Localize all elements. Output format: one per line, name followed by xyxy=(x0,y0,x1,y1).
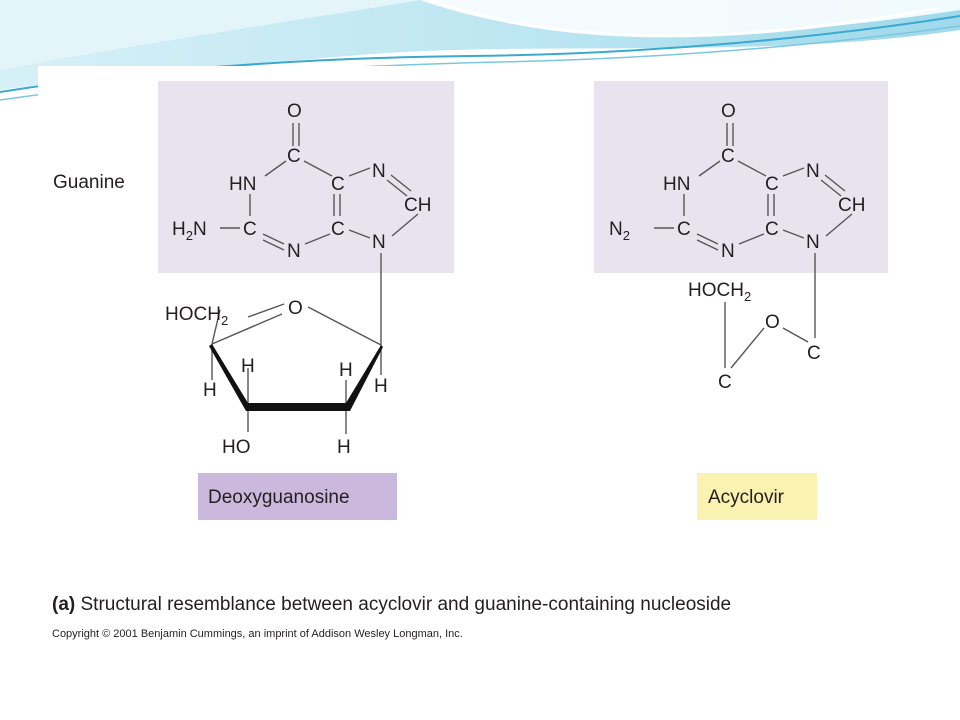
guanine-n-right-atom: N xyxy=(372,232,386,253)
sugar-h-c1-down: H xyxy=(374,376,388,397)
caption-text: Structural resemblance between acyclovir… xyxy=(75,594,732,615)
acyclovir-hoch2-group: HOCH2 xyxy=(688,280,751,304)
guanine-c-top-atom: C xyxy=(287,146,301,167)
guanine-h2n-h: H2N xyxy=(172,219,207,243)
guanine-n-bottom-atom: N xyxy=(287,241,301,262)
acyclovir-o-atom: O xyxy=(721,101,736,122)
acyclovir-label-box xyxy=(697,473,817,520)
acyclovir-n-right-atom: N xyxy=(806,232,820,253)
acyclovir-c-left-atom: C xyxy=(677,219,691,240)
sugar-bold-edge xyxy=(209,344,383,411)
acyclovir-n-bottom-atom: N xyxy=(721,241,735,262)
acyclovir-ch-atom: CH xyxy=(838,195,865,216)
sugar-h-c4-down: H xyxy=(203,380,217,401)
acyclovir-bonds xyxy=(654,123,853,338)
sugar-hoch2-group: HOCH2 xyxy=(165,304,228,328)
guanine-c-lower-atom: C xyxy=(331,219,345,240)
acyclovir-chain-c-right: C xyxy=(807,343,821,364)
sugar-ho-group: HO xyxy=(222,437,251,458)
guanine-bonds xyxy=(220,123,419,345)
sugar-h-c2-down: H xyxy=(337,437,351,458)
copyright-notice: Copyright © 2001 Benjamin Cummings, an i… xyxy=(52,628,463,640)
guanine-label: Guanine xyxy=(53,172,125,193)
guanine-ch-atom: CH xyxy=(404,195,431,216)
guanine-n-upper-atom: N xyxy=(372,161,386,182)
sugar-ring-o-atom: O xyxy=(288,298,303,319)
figure-caption: (a) Structural resemblance between acycl… xyxy=(52,594,912,616)
guanine-c-left-atom: C xyxy=(243,219,257,240)
guanine-hn-atom: HN xyxy=(229,174,256,195)
sugar-h-c3-up: H xyxy=(241,356,255,377)
deoxyguanosine-label: Deoxyguanosine xyxy=(208,487,350,508)
acyclovir-base-box xyxy=(594,81,888,273)
acyclovir-hn-atom: HN xyxy=(663,174,690,195)
sugar-bonds xyxy=(211,303,382,434)
acyclovir-chain-c-left: C xyxy=(718,372,732,393)
acyclovir-c-upper-atom: C xyxy=(765,174,779,195)
guanine-o-atom: O xyxy=(287,101,302,122)
acyclovir-n2-group: N2 xyxy=(609,219,630,243)
acyclovir-n-upper-atom: N xyxy=(806,161,820,182)
caption-prefix: (a) xyxy=(52,594,76,615)
guanine-c-upper-atom: C xyxy=(331,174,345,195)
acyclovir-c-top-atom: C xyxy=(721,146,735,167)
acyclovir-label: Acyclovir xyxy=(708,487,785,508)
acyclovir-chain-o-atom: O xyxy=(765,312,780,333)
acyclic-chain-bonds xyxy=(724,302,809,369)
guanine-base-box xyxy=(158,81,454,273)
acyclovir-c-lower-atom: C xyxy=(765,219,779,240)
deoxyguanosine-label-box xyxy=(198,473,397,520)
sugar-h-c2-up: H xyxy=(339,360,353,381)
